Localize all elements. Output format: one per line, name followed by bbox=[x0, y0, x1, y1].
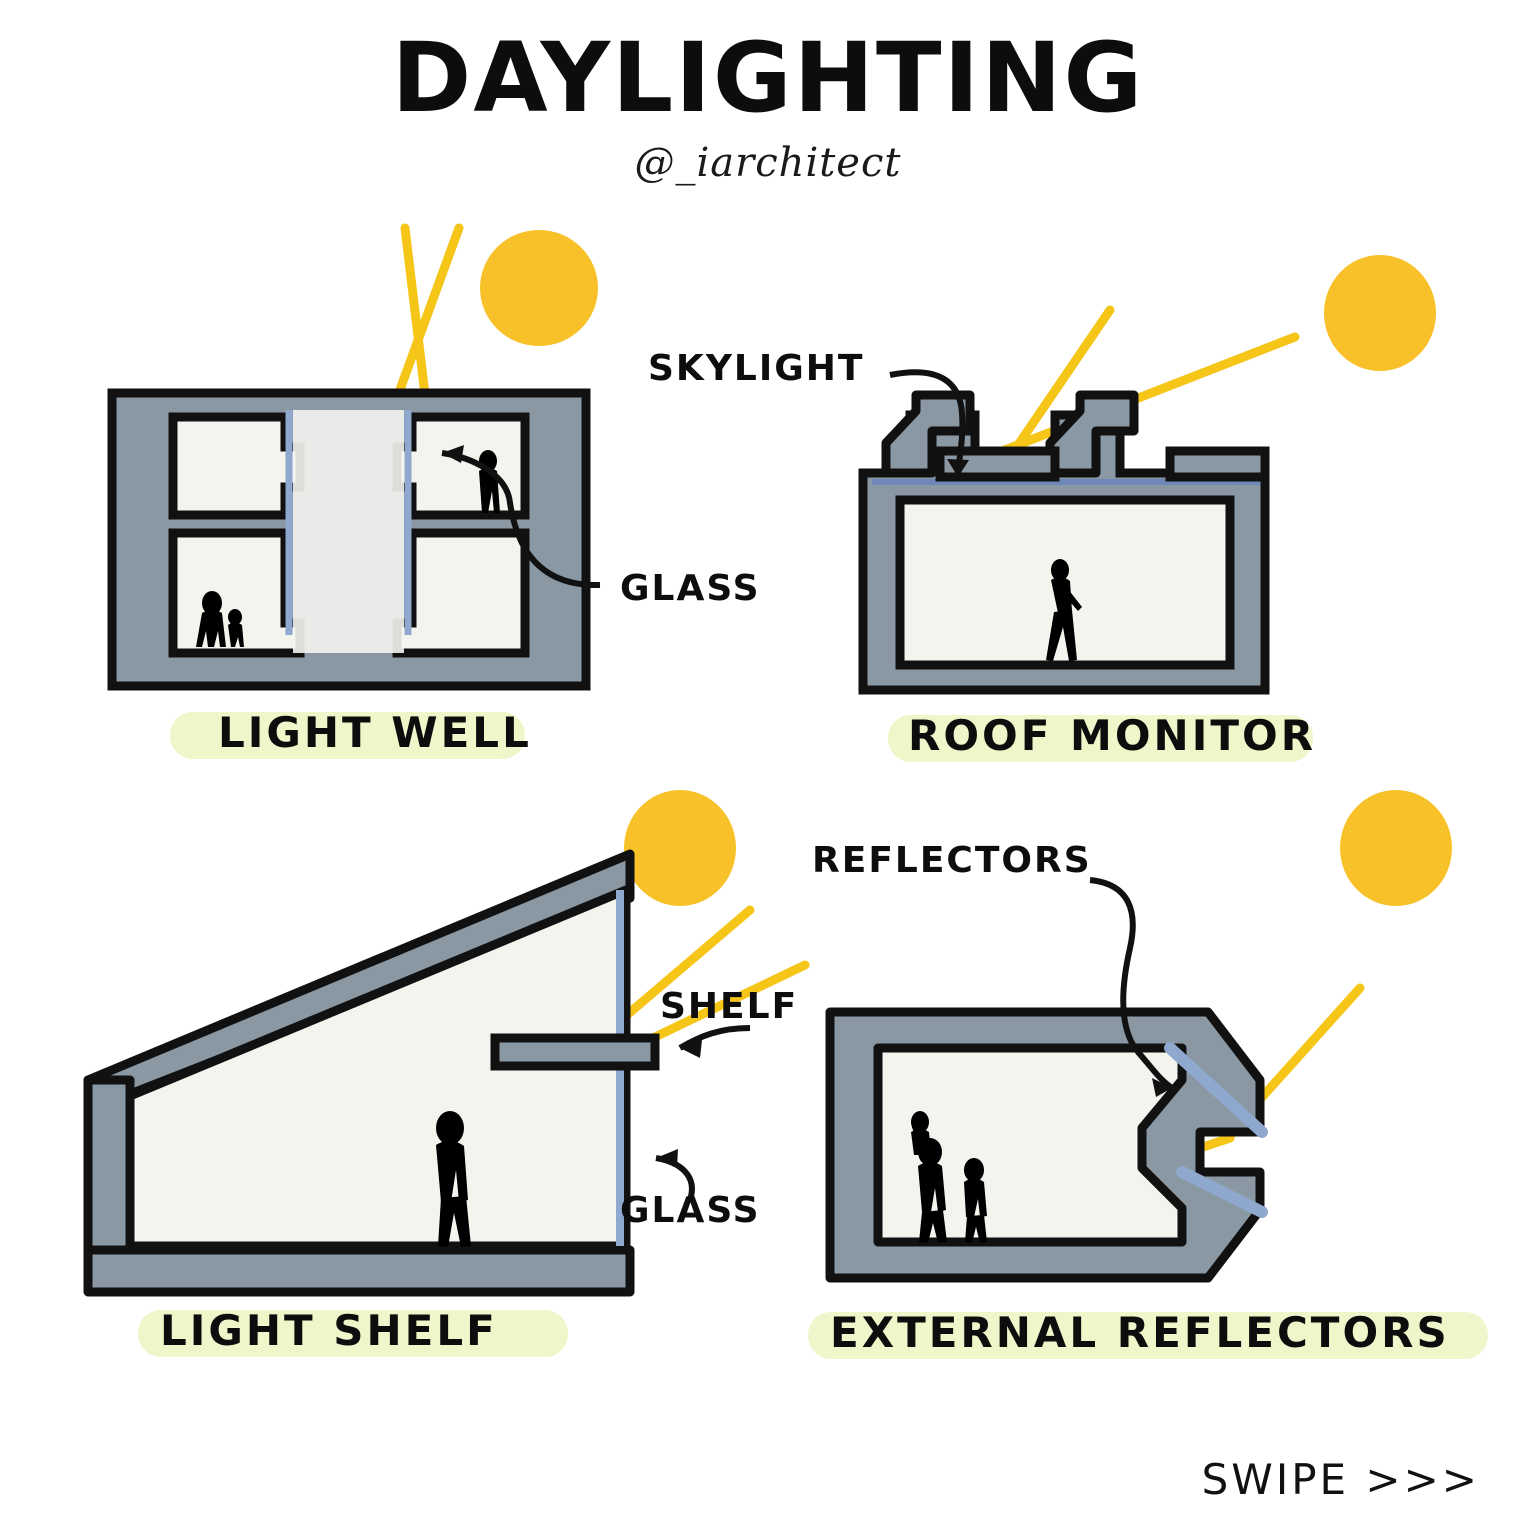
diagram-roof-monitor: SKYLIGHT ROOF MONITOR bbox=[648, 255, 1436, 762]
shelf-callout-leader bbox=[678, 1025, 751, 1051]
figure-child bbox=[964, 1158, 987, 1243]
room-lower-right bbox=[392, 528, 530, 658]
roof-soffit-strip-right bbox=[1165, 446, 1270, 482]
sunlight-rays-incoming bbox=[595, 905, 810, 1053]
glass-callout-arrowhead bbox=[442, 445, 464, 463]
light-well-void bbox=[293, 410, 404, 653]
reflectors-callout-leader bbox=[1089, 877, 1174, 1091]
sun-icon bbox=[480, 230, 598, 346]
roof-monitor-sawtooth-1 bbox=[881, 390, 975, 478]
sun-icon bbox=[624, 790, 736, 906]
label-glass: GLASS bbox=[620, 1190, 761, 1231]
diagram-light-shelf: SHELF GLASS LIGHT SHELF bbox=[83, 790, 810, 1357]
diagram-external-reflectors: REFLECTORS EXTERNAL REFLECTORS bbox=[808, 790, 1488, 1359]
author-handle: @_iarchitect bbox=[634, 140, 902, 186]
caption-highlight bbox=[138, 1310, 568, 1357]
swipe-hint: SWIPE >>> bbox=[1201, 1455, 1480, 1504]
reflector-lower bbox=[1176, 1166, 1268, 1218]
sun-icon bbox=[1340, 790, 1452, 906]
label-glass: GLASS bbox=[620, 568, 761, 609]
caption-light-well: LIGHT WELL bbox=[218, 708, 532, 757]
light-shelf bbox=[490, 1033, 660, 1071]
caption-highlight bbox=[808, 1312, 1488, 1359]
skylight-callout-leader bbox=[889, 369, 966, 478]
reflector-upper bbox=[1164, 1042, 1268, 1138]
label-reflectors: REFLECTORS bbox=[812, 840, 1092, 881]
label-skylight: SKYLIGHT bbox=[648, 348, 864, 389]
page-title: DAYLIGHTING bbox=[391, 22, 1145, 134]
figure-adult-and-child bbox=[196, 591, 244, 647]
glass-callout-arrowhead bbox=[656, 1149, 678, 1168]
roof-monitor-sawtooth-2 bbox=[1045, 390, 1139, 478]
figure-standing-person bbox=[479, 450, 500, 513]
glass-callout-leader bbox=[441, 450, 601, 589]
caption-highlight bbox=[888, 715, 1313, 762]
caption-light-shelf: LIGHT SHELF bbox=[160, 1306, 498, 1355]
left-wall bbox=[83, 1075, 135, 1255]
shelf-callout-arrowhead bbox=[680, 1040, 702, 1058]
caption-roof-monitor: ROOF MONITOR bbox=[908, 711, 1316, 760]
caption-external-reflectors: EXTERNAL REFLECTORS bbox=[830, 1308, 1450, 1357]
skylight-callout-arrowhead bbox=[947, 459, 969, 477]
figure-standing-person bbox=[436, 1111, 471, 1247]
floor-slab bbox=[83, 1245, 635, 1297]
reflectors-callout-arrowhead bbox=[1152, 1078, 1172, 1097]
room-upper-right bbox=[392, 412, 530, 520]
label-shelf: SHELF bbox=[660, 986, 798, 1027]
figure-adult-lifting-child bbox=[911, 1111, 947, 1243]
sun-icon bbox=[1324, 255, 1436, 371]
diagram-light-well: GLASS LIGHT WELL bbox=[107, 223, 761, 759]
interior-room bbox=[125, 885, 631, 1251]
figure-walking-person bbox=[1046, 559, 1082, 661]
caption-highlight bbox=[170, 712, 525, 759]
room-upper-left bbox=[168, 412, 305, 520]
